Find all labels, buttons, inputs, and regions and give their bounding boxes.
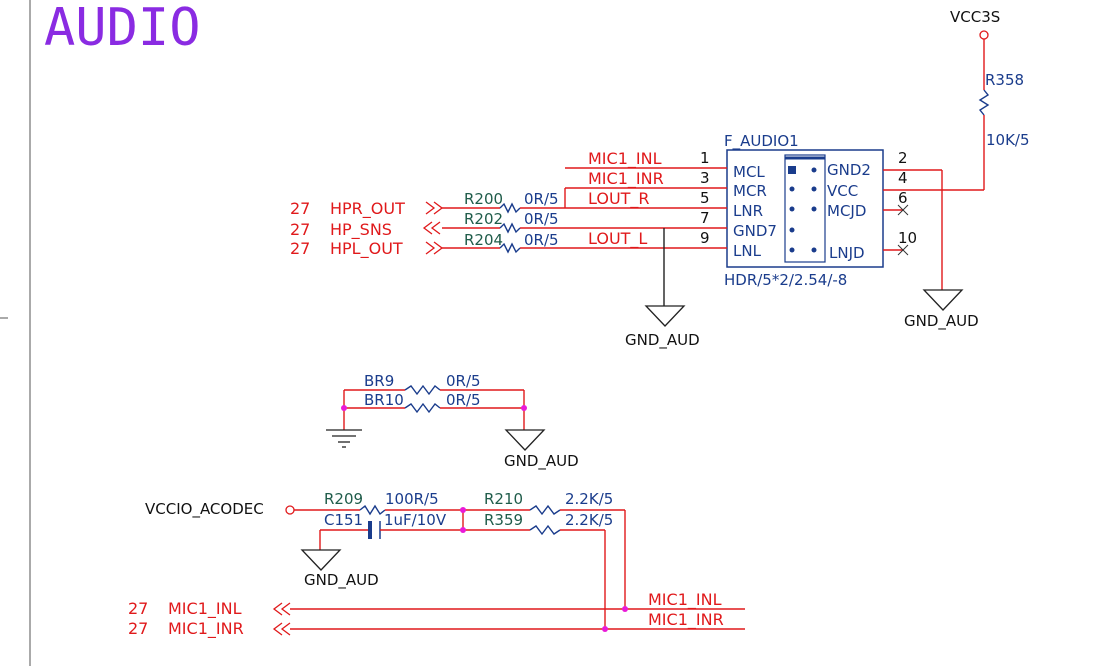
- pin-num-3: 3: [700, 169, 710, 187]
- r359-resistor-icon: [529, 524, 561, 536]
- r209-value: 100R/5: [385, 490, 439, 508]
- r209-ref: R209: [324, 490, 363, 508]
- gnd-aud-c151: GND_AUD: [304, 571, 379, 590]
- sheet-title: AUDIO: [44, 0, 201, 58]
- net-hpl-out: HPL_OUT: [330, 239, 403, 259]
- ground-icon: [644, 305, 686, 327]
- r210-resistor-icon: [529, 504, 561, 516]
- r359-ref: R359: [484, 511, 523, 529]
- r359-value: 2.2K/5: [565, 511, 613, 529]
- ref-hpr-out: 27: [290, 199, 310, 218]
- r200-value: 0R/5: [524, 190, 559, 208]
- pin-num-7: 7: [700, 209, 710, 227]
- pin-gnd7: GND7: [733, 222, 777, 240]
- br9-ref: BR9: [364, 372, 394, 390]
- pin-vcc: VCC: [827, 182, 858, 200]
- net-mic1-inl-left: MIC1_INL: [168, 599, 242, 619]
- net-mic1-inr-right: MIC1_INR: [648, 610, 724, 630]
- ref-mic1-inl: 27: [128, 599, 148, 618]
- gnd-aud-br: GND_AUD: [504, 452, 579, 471]
- pin-mcjd: MCJD: [827, 202, 866, 220]
- pin-num-2: 2: [898, 149, 908, 167]
- net-mic1-inr-left: MIC1_INR: [168, 619, 244, 639]
- offpage-connector-icon: [422, 201, 444, 255]
- r200-resistor-icon: [499, 202, 521, 214]
- pin-mcr: MCR: [733, 182, 767, 200]
- connector-ref: F_AUDIO1: [724, 132, 799, 151]
- vcc3s-label: VCC3S: [950, 8, 1000, 26]
- net-lout-r: LOUT_R: [588, 189, 650, 209]
- c151-capacitor-icon: [368, 521, 372, 539]
- br9-resistor-icon: [404, 384, 441, 396]
- r358-resistor-icon: [978, 89, 990, 116]
- ground-icon: [300, 549, 342, 571]
- vccio-label: VCCIO_ACODEC: [145, 500, 264, 519]
- net-hp-sns: HP_SNS: [330, 220, 392, 240]
- chassis-ground-icon: [326, 429, 362, 448]
- pin-num-1: 1: [700, 149, 710, 167]
- ref-mic1-inr: 27: [128, 619, 148, 638]
- no-connect-icon: [897, 204, 909, 256]
- header-outline-icon: [784, 154, 826, 263]
- pin-lnl: LNL: [733, 242, 762, 260]
- r210-value: 2.2K/5: [565, 490, 613, 508]
- pin-num-4: 4: [898, 169, 908, 187]
- c151-ref: C151: [324, 511, 363, 529]
- c151-value: 1uF/10V: [384, 511, 447, 529]
- r358-ref: R358: [985, 71, 1024, 89]
- pin-num-10: 10: [898, 229, 917, 247]
- ref-hpl-out: 27: [290, 239, 310, 258]
- pin-num-9: 9: [700, 229, 710, 247]
- r204-resistor-icon: [499, 242, 521, 254]
- br10-value: 0R/5: [446, 391, 481, 409]
- r204-value: 0R/5: [524, 231, 559, 249]
- net-hpr-out: HPR_OUT: [330, 199, 405, 219]
- net-mic1-inr-top: MIC1_INR: [588, 169, 664, 189]
- ground-icon: [504, 429, 546, 451]
- vccio-port-icon: [285, 505, 295, 515]
- pin-lnjd: LNJD: [829, 244, 865, 262]
- pin-gnd2: GND2: [827, 161, 871, 179]
- gnd-aud-right: GND_AUD: [904, 312, 979, 331]
- r204-ref: R204: [464, 231, 503, 249]
- pin-num-5: 5: [700, 189, 710, 207]
- r202-resistor-icon: [499, 222, 521, 234]
- br10-resistor-icon: [404, 402, 441, 414]
- net-mic1-inl-right: MIC1_INL: [648, 590, 722, 610]
- net-mic1-inl-top: MIC1_INL: [588, 149, 662, 169]
- pin-mcl: MCL: [733, 163, 765, 181]
- r358-value: 10K/5: [986, 131, 1030, 149]
- r210-ref: R210: [484, 490, 523, 508]
- r202-value: 0R/5: [524, 210, 559, 228]
- br9-value: 0R/5: [446, 372, 481, 390]
- net-lout-l: LOUT_L: [588, 229, 647, 249]
- offpage-connector-icon: [272, 602, 291, 636]
- r200-ref: R200: [464, 190, 503, 208]
- vcc3s-port-icon: [979, 30, 989, 40]
- r209-resistor-icon: [359, 504, 386, 516]
- gnd-aud-mid: GND_AUD: [625, 331, 700, 350]
- r202-ref: R202: [464, 210, 503, 228]
- br10-ref: BR10: [364, 391, 404, 409]
- ref-hp-sns: 27: [290, 220, 310, 239]
- pin-num-6: 6: [898, 189, 908, 207]
- pin-lnr: LNR: [733, 202, 763, 220]
- connector-footprint: HDR/5*2/2.54/-8: [724, 271, 847, 289]
- ground-icon: [922, 289, 964, 311]
